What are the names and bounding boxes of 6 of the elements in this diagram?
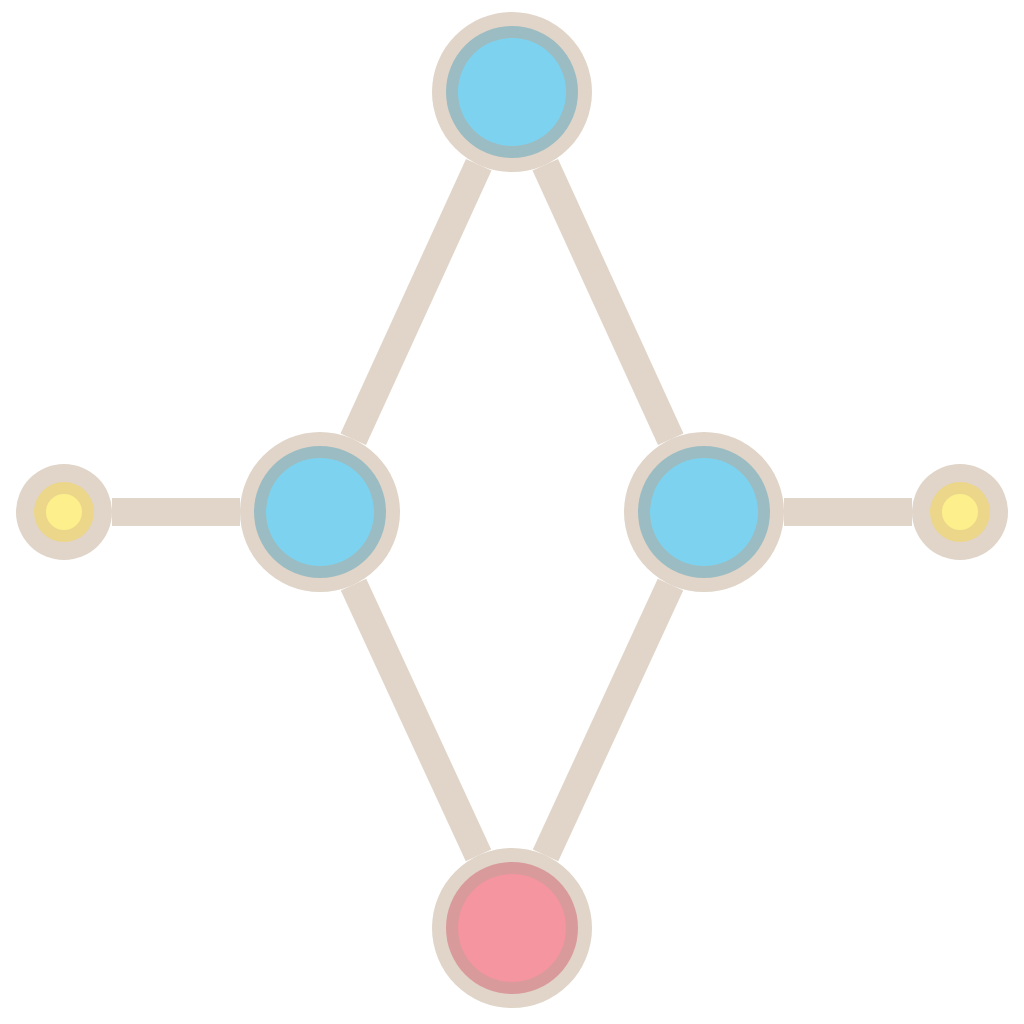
connector-line xyxy=(340,158,492,446)
connector-line xyxy=(340,578,492,862)
connector-line xyxy=(532,158,684,446)
connector-line xyxy=(532,578,684,862)
connector-line xyxy=(784,498,912,526)
connector-line xyxy=(112,498,240,526)
